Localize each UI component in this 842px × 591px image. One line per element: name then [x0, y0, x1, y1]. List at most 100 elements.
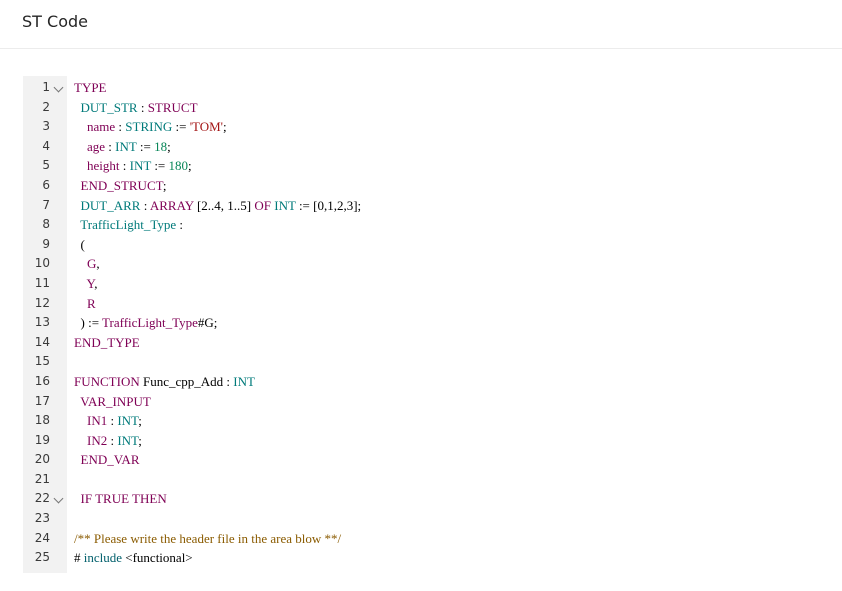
code-token: name: [87, 119, 116, 135]
code-token: 180: [168, 158, 189, 174]
code-token: := [0,1,2,3];: [295, 197, 362, 213]
code-text: IN1 : INT;: [74, 411, 142, 431]
code-token: ;: [138, 413, 142, 429]
code-token: :: [107, 413, 118, 429]
code-line[interactable]: 24 /** Please write the header file in th…: [23, 529, 842, 549]
code-line[interactable]: 8 TrafficLight_Type :: [23, 215, 842, 235]
line-number: 8: [42, 217, 50, 232]
code-token: TRUE: [95, 491, 130, 507]
code-token: ) :=: [74, 315, 103, 331]
code-line[interactable]: 23: [23, 509, 842, 529]
fold-chevron-down-icon[interactable]: [53, 494, 64, 504]
code-token: R: [87, 295, 96, 311]
code-line[interactable]: 6 END_STRUCT;: [23, 176, 842, 196]
code-text: TYPE: [74, 78, 107, 98]
code-line[interactable]: 2 DUT_STR : STRUCT: [23, 98, 842, 118]
code-token: age: [87, 138, 106, 154]
code-token: DUT_ARR: [80, 197, 141, 213]
line-number: 10: [34, 256, 50, 271]
code-token: STRING: [125, 119, 173, 135]
code-line[interactable]: 3 name : STRING := 'TOM';: [23, 117, 842, 137]
code-token: ;: [167, 138, 171, 154]
line-number: 15: [34, 354, 50, 369]
code-token: TrafficLight_Type: [80, 217, 177, 233]
code-line[interactable]: 15: [23, 352, 842, 372]
line-number: 18: [34, 413, 50, 428]
code-line[interactable]: 4 age : INT := 18;: [23, 137, 842, 157]
code-line[interactable]: 25# include <functional>: [23, 548, 842, 568]
code-line[interactable]: 17 VAR_INPUT: [23, 392, 842, 412]
code-text: Y,: [74, 274, 98, 294]
code-token: INT: [115, 138, 137, 154]
code-token: [74, 413, 87, 428]
code-text: R: [74, 294, 96, 314]
line-number: 17: [34, 393, 50, 408]
code-token: 'TOM': [189, 119, 224, 135]
code-token: :: [176, 217, 183, 233]
code-text: /** Please write the header file in the …: [74, 529, 341, 549]
line-number: 5: [42, 158, 50, 173]
code-token: THEN: [132, 491, 167, 507]
code-text: IN2 : INT;: [74, 431, 142, 451]
code-token: IN1: [87, 413, 108, 429]
line-number: 6: [42, 177, 50, 192]
code-token: ;: [223, 119, 227, 135]
line-number: 24: [34, 530, 50, 545]
code-token: ,: [94, 275, 98, 291]
code-token: G: [87, 256, 97, 272]
code-token: :=: [151, 158, 169, 174]
panel-title: ST Code: [22, 12, 88, 31]
line-number: 16: [34, 373, 50, 388]
code-line[interactable]: 10 G,: [23, 254, 842, 274]
code-token: /** Please write the header file in the …: [74, 530, 342, 546]
code-token: Func_cpp_Add: [142, 373, 224, 389]
code-token: [74, 276, 87, 291]
code-token: :: [115, 119, 126, 135]
code-token: Y: [86, 275, 95, 291]
code-token: #: [74, 550, 84, 566]
code-line[interactable]: 16 FUNCTION Func_cpp_Add : INT: [23, 372, 842, 392]
code-line[interactable]: 5 height : INT := 180;: [23, 156, 842, 176]
code-text: END_STRUCT;: [74, 176, 167, 196]
line-number: 12: [34, 295, 50, 310]
code-token: INT: [233, 373, 255, 389]
code-token: INT: [117, 432, 139, 448]
code-token: :: [137, 99, 148, 115]
code-line[interactable]: 18 IN1 : INT;: [23, 411, 842, 431]
code-token: STRUCT: [147, 99, 198, 115]
code-token: TYPE: [74, 80, 107, 95]
code-token: :: [119, 158, 130, 174]
code-token: [74, 158, 87, 173]
code-text: ) := TrafficLight_Type#G;: [74, 313, 218, 333]
code-token: INT: [129, 158, 152, 174]
code-line[interactable]: 11 Y,: [23, 274, 842, 294]
line-number: 2: [42, 99, 50, 114]
code-line[interactable]: 9 (: [23, 235, 842, 255]
code-line[interactable]: 7 DUT_ARR : ARRAY [2..4, 1..5] OF INT :=…: [23, 196, 842, 216]
code-token: IN2: [87, 432, 108, 448]
code-token: TrafficLight_Type: [102, 315, 198, 331]
code-line[interactable]: 22 IF TRUE THEN: [23, 489, 842, 509]
code-line[interactable]: 19 IN2 : INT;: [23, 431, 842, 451]
fold-chevron-down-icon[interactable]: [53, 82, 64, 93]
code-token: OF: [254, 197, 271, 213]
code-token: VAR_INPUT: [80, 393, 151, 409]
code-token: END_VAR: [80, 452, 140, 468]
code-token: [74, 119, 87, 134]
code-token: INT: [117, 413, 139, 429]
line-number: 22: [34, 491, 50, 506]
code-text: height : INT := 180;: [74, 156, 192, 176]
code-token: :=: [136, 138, 155, 154]
code-text: END_TYPE: [74, 333, 140, 353]
code-line[interactable]: 12 R: [23, 294, 842, 314]
code-line[interactable]: 21: [23, 470, 842, 490]
code-text: FUNCTION Func_cpp_Add : INT: [74, 372, 255, 392]
code-token: <functional>: [122, 550, 193, 566]
code-token: INT: [274, 197, 296, 213]
code-line[interactable]: 20 END_VAR: [23, 450, 842, 470]
code-line[interactable]: 13 ) := TrafficLight_Type#G;: [23, 313, 842, 333]
